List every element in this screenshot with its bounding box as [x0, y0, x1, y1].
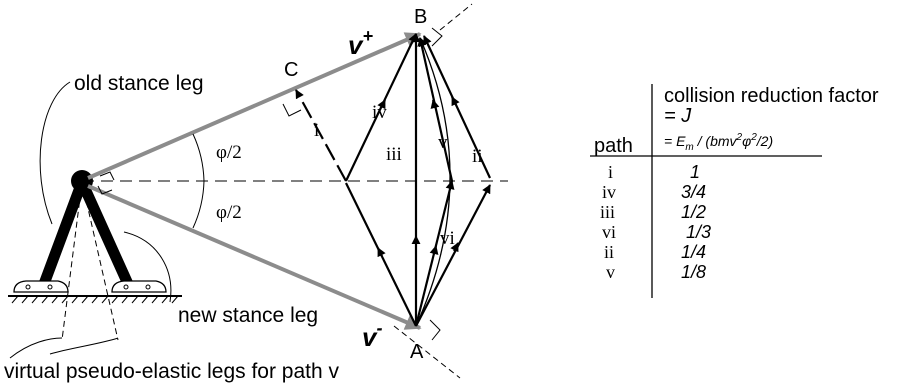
table-header-J: = J: [664, 105, 692, 127]
path-label-v: v: [438, 132, 448, 153]
path-ii: [415, 35, 491, 327]
table-row-path: v: [606, 262, 615, 282]
reduction-factor-table: collision reduction factor = J = Em / (b…: [590, 84, 879, 298]
old-stance-leg-label: old stance leg: [74, 72, 204, 95]
ground: [8, 295, 182, 304]
v-minus-vector: [87, 184, 422, 330]
path-vi: [414, 37, 455, 327]
table-row-path: iii: [600, 202, 615, 222]
path-label-vi: vi: [440, 228, 455, 249]
table-row-path: i: [608, 162, 613, 182]
table-row-path: iv: [602, 182, 616, 202]
collision-line: [393, 325, 461, 379]
path-label-i: i: [314, 120, 319, 141]
left-shoe: [13, 280, 69, 293]
table-row-path: vi: [602, 222, 616, 242]
table-path-header: path: [594, 135, 633, 157]
label-leaders: [9, 81, 172, 359]
virtual-legs-label: virtual pseudo-elastic legs for path v: [4, 360, 340, 383]
path-label-iii: iii: [386, 144, 402, 165]
table-row-factor: 1/8: [681, 262, 706, 282]
half-angle-lower-label: φ/2: [216, 202, 242, 223]
virtual-legs: [61, 181, 119, 341]
table-row-factor: 1/3: [686, 222, 711, 242]
new-stance-leg-label: new stance leg: [178, 304, 318, 327]
v-plus-vector: [87, 32, 422, 180]
old-stance-leg: [38, 176, 88, 290]
v-minus-label: v-: [362, 318, 382, 352]
table-header-title: collision reduction factor: [664, 85, 879, 107]
half-angle-upper-label: φ/2: [216, 142, 242, 163]
point-label-B: B: [414, 6, 427, 28]
point-label-C: C: [284, 59, 298, 81]
table-row-factor: 3/4: [681, 182, 706, 202]
table-row-factor: 1/2: [681, 202, 706, 222]
table-row-factor: 1: [690, 162, 700, 182]
point-label-A: A: [410, 341, 424, 363]
table-row-factor: 1/4: [681, 242, 706, 262]
table-header-formula: = Em / (bmv2φ2/2): [664, 132, 773, 153]
new-stance-leg: [76, 176, 134, 290]
path-label-ii: ii: [472, 146, 483, 167]
lower-angle-arc: [192, 180, 205, 229]
v-plus-label: v+: [348, 26, 373, 60]
right-shoe: [111, 280, 167, 293]
table-row-path: ii: [604, 242, 614, 262]
upper-angle-arc: [192, 133, 205, 182]
collision-line-upper: [439, 3, 473, 31]
path-label-iv: iv: [372, 102, 387, 123]
mid-arrows: [377, 96, 460, 258]
right-angle-markers: [97, 27, 443, 341]
